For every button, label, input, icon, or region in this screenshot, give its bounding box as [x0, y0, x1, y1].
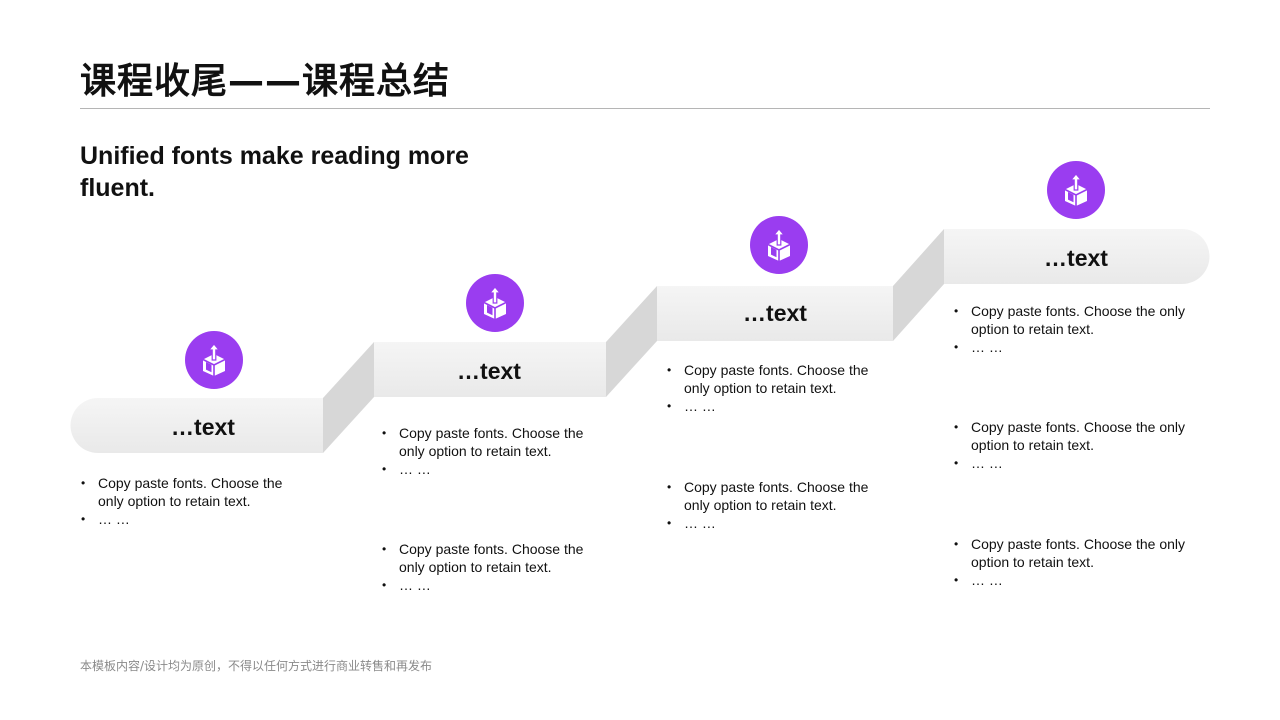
bullet-text: Copy paste fonts. Choose the only option…	[381, 424, 606, 460]
bullet-more: … …	[381, 576, 606, 594]
page-title: 课程收尾——课程总结	[80, 61, 451, 102]
bullet-text: Copy paste fonts. Choose the only option…	[953, 302, 1203, 338]
step-4-label: …text	[1044, 245, 1108, 271]
box-upload-icon	[185, 331, 243, 389]
bullet-more: … …	[953, 338, 1203, 356]
box-upload-icon	[1047, 161, 1105, 219]
step-1-bar	[70, 398, 323, 453]
step-2-bar	[374, 342, 606, 397]
bullet-text: Copy paste fonts. Choose the only option…	[80, 474, 300, 510]
step-1-label: …text	[171, 414, 235, 440]
bullet-more: … …	[666, 397, 891, 415]
bullet-text: Copy paste fonts. Choose the only option…	[953, 418, 1203, 454]
step-4-bullets-3: Copy paste fonts. Choose the only option…	[953, 535, 1203, 589]
bullet-text: Copy paste fonts. Choose the only option…	[381, 540, 606, 576]
step-3-bullets-1: Copy paste fonts. Choose the only option…	[666, 361, 891, 415]
bullet-more: … …	[666, 514, 891, 532]
step-2-label: …text	[457, 358, 521, 384]
step-riser-2	[606, 286, 657, 397]
step-2-bullets-2: Copy paste fonts. Choose the only option…	[381, 540, 606, 594]
bullet-text: Copy paste fonts. Choose the only option…	[953, 535, 1203, 571]
subtitle: Unified fonts make reading more fluent.	[80, 142, 469, 202]
bullet-text: Copy paste fonts. Choose the only option…	[666, 478, 891, 514]
box-upload-icon	[466, 274, 524, 332]
bullet-more: … …	[80, 510, 300, 528]
step-riser-1	[323, 342, 374, 453]
step-2-bullets-1: Copy paste fonts. Choose the only option…	[381, 424, 606, 478]
step-4-bullets-1: Copy paste fonts. Choose the only option…	[953, 302, 1203, 356]
title-divider	[80, 108, 1210, 109]
step-4-bar	[944, 229, 1210, 284]
bullet-more: … …	[381, 460, 606, 478]
step-1-bullets: Copy paste fonts. Choose the only option…	[80, 474, 300, 528]
bullet-more: … …	[953, 454, 1203, 472]
step-riser-3	[893, 229, 944, 341]
step-3-bullets-2: Copy paste fonts. Choose the only option…	[666, 478, 891, 532]
box-upload-icon	[750, 216, 808, 274]
step-3-bar	[657, 286, 893, 341]
step-3-label: …text	[743, 300, 807, 326]
bullet-more: … …	[953, 571, 1203, 589]
bullet-text: Copy paste fonts. Choose the only option…	[666, 361, 891, 397]
copyright-footer: 本模板内容/设计均为原创，不得以任何方式进行商业转售和再发布	[80, 659, 433, 673]
step-4-bullets-2: Copy paste fonts. Choose the only option…	[953, 418, 1203, 472]
